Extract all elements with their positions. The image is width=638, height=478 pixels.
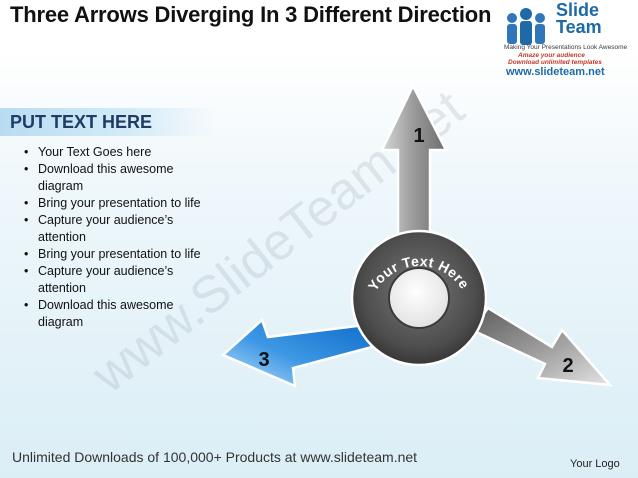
- center-ring-hole: [388, 267, 450, 329]
- heading-bar: [0, 108, 215, 136]
- bullet-item: Download this awesome diagram: [24, 297, 211, 331]
- arrow-right-label: 2: [562, 355, 573, 377]
- logo-promo-1: Amaze your audience: [518, 52, 585, 59]
- logo-tagline: Making Your Presentations Look Awesome: [504, 44, 628, 51]
- bullet-item: Bring your presentation to life: [24, 195, 211, 212]
- your-logo: Your Logo: [570, 458, 620, 470]
- footer-text: Unlimited Downloads of 100,000+ Products…: [12, 449, 418, 465]
- slide-title: Three Arrows Diverging In 3 Different Di…: [10, 2, 492, 27]
- logo-name-line2: Team: [556, 17, 602, 37]
- logo-name: Slide Team: [556, 0, 602, 37]
- bullet-item: Capture your audience’s attention: [24, 263, 211, 297]
- text-heading: PUT TEXT HERE: [10, 112, 153, 132]
- arrow-up-label: 1: [413, 125, 424, 147]
- slideteam-logo: Slide Team Making Your Presentations Loo…: [500, 0, 638, 80]
- logo-promo-2: Download unlimited templates: [508, 59, 602, 66]
- bullet-item: Bring your presentation to life: [24, 246, 211, 263]
- bullet-item: Capture your audience’s attention: [24, 212, 211, 246]
- bullet-list: Your Text Goes here Download this awesom…: [12, 144, 211, 331]
- logo-name-line1: Slide: [556, 0, 600, 20]
- bullet-item: Your Text Goes here: [24, 144, 211, 161]
- logo-url: www.slideteam.net: [506, 66, 605, 78]
- arrow-left: [220, 317, 374, 388]
- arrow-right: [470, 306, 614, 387]
- bullet-item: Download this awesome diagram: [24, 161, 211, 195]
- arrow-left-label: 3: [258, 349, 269, 371]
- team-figures-icon: [507, 8, 545, 45]
